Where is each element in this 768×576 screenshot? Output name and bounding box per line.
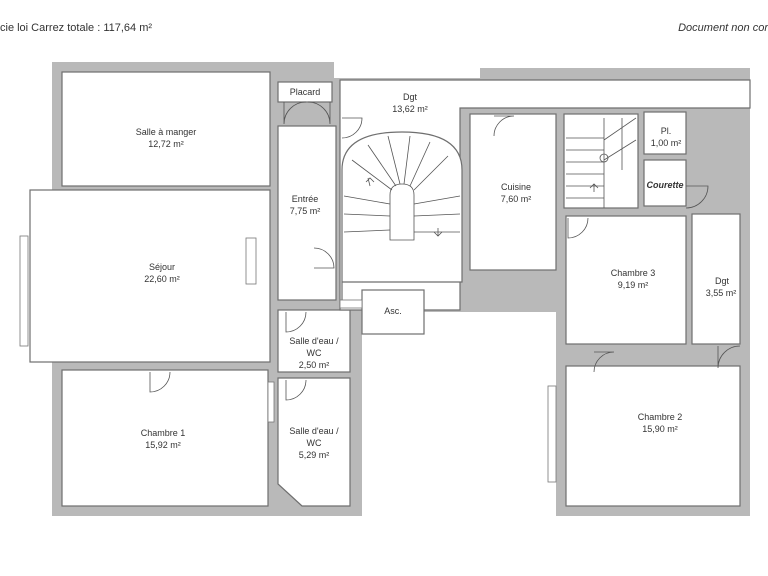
label-salle-deau-1-line1: Salle d'eau / [289, 336, 339, 346]
room-sejour [29, 189, 271, 363]
label-dgt-main: Dgt [403, 92, 418, 102]
windows [19, 235, 557, 483]
room-chambre-2 [565, 365, 741, 507]
room-salle-deau-2 [277, 377, 351, 507]
courtyard [362, 312, 556, 518]
spiral-staircase [341, 131, 463, 300]
area-entree: 7,75 m² [290, 206, 321, 216]
label-pl: Pl. [661, 126, 672, 136]
room-salle-a-manger [61, 71, 271, 187]
area-sejour: 22,60 m² [144, 274, 180, 284]
room-chambre-1 [61, 369, 269, 507]
right-staircase [566, 117, 637, 208]
total-area-caption: cie loi Carrez totale : 117,64 m² [0, 22, 153, 34]
area-salle-a-manger: 12,72 m² [148, 139, 184, 149]
area-chambre-3: 9,19 m² [618, 280, 649, 290]
room-chambre-3 [565, 215, 687, 345]
room-salle-deau-1 [277, 309, 351, 373]
room-courette [643, 159, 687, 207]
area-salle-deau-2: 5,29 m² [299, 450, 330, 460]
label-sejour: Séjour [149, 262, 175, 272]
area-salle-deau-1: 2,50 m² [299, 360, 330, 370]
label-ascenseur: Asc. [384, 306, 402, 316]
area-dgt-main: 13,62 m² [392, 104, 428, 114]
room-cuisine [469, 113, 557, 271]
area-chambre-2: 15,90 m² [642, 424, 678, 434]
room-entree [277, 125, 337, 301]
label-salle-deau-2-line2: WC [307, 438, 322, 448]
room-ascenseur [361, 289, 425, 335]
room-dgt-small [691, 213, 741, 345]
label-courette: Courette [646, 180, 683, 190]
label-salle-deau-2-line1: Salle d'eau / [289, 426, 339, 436]
doors [149, 101, 741, 401]
label-chambre-2: Chambre 2 [638, 412, 683, 422]
label-chambre-1: Chambre 1 [141, 428, 186, 438]
label-chambre-3: Chambre 3 [611, 268, 656, 278]
label-placard: Placard [290, 87, 321, 97]
label-entree: Entrée [292, 194, 319, 204]
room-placard-pl [643, 111, 687, 155]
label-dgt-small: Dgt [715, 276, 730, 286]
area-cuisine: 7,60 m² [501, 194, 532, 204]
area-dgt-small: 3,55 m² [706, 288, 737, 298]
label-salle-deau-1-line2: WC [307, 348, 322, 358]
area-pl: 1,00 m² [651, 138, 682, 148]
label-salle-a-manger: Salle à manger [136, 127, 197, 137]
area-chambre-1: 15,92 m² [145, 440, 181, 450]
label-cuisine: Cuisine [501, 182, 531, 192]
disclaimer-caption: Document non cor [678, 22, 768, 34]
